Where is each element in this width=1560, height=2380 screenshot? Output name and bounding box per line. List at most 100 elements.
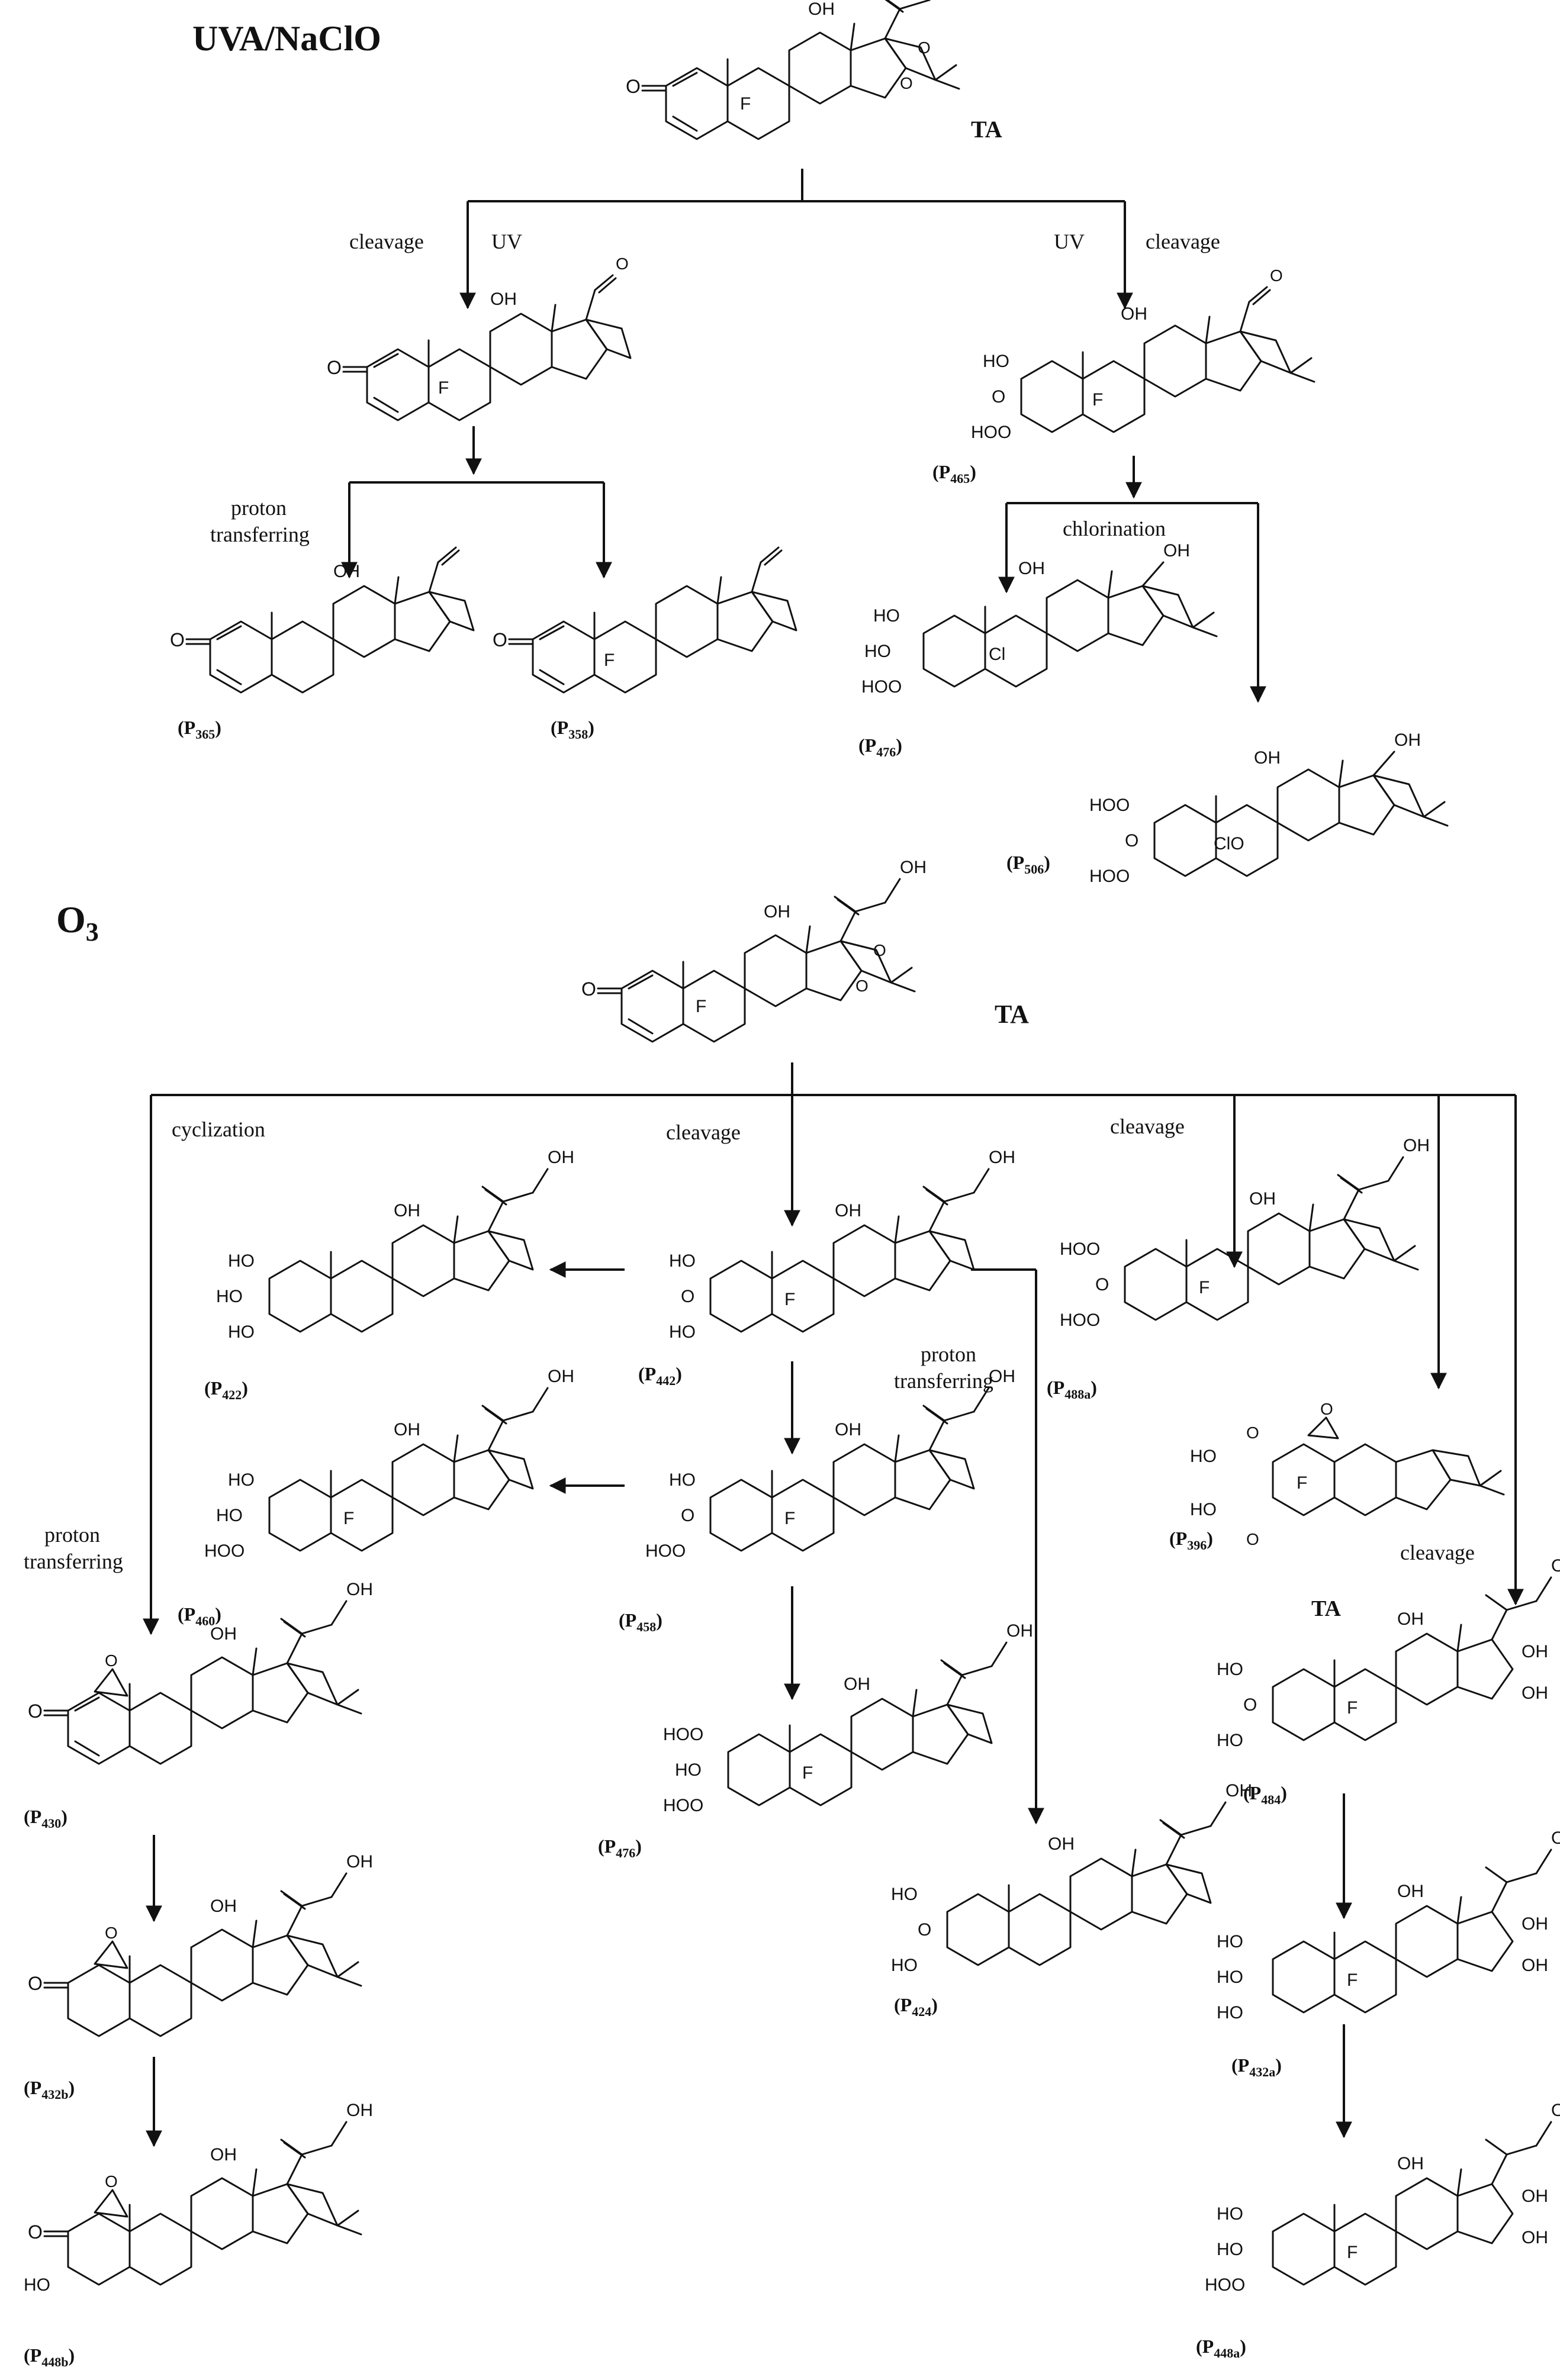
svg-text:HO: HO xyxy=(669,1470,696,1490)
compound-label-p396: (P396) xyxy=(1169,1528,1213,1553)
svg-text:F: F xyxy=(802,1763,813,1783)
svg-text:O: O xyxy=(493,629,507,650)
label-cleavage: cleavage xyxy=(1146,230,1220,253)
svg-text:Cl: Cl xyxy=(989,645,1005,664)
svg-text:OH: OH xyxy=(1522,1683,1548,1703)
svg-text:HOO: HOO xyxy=(1060,1239,1100,1259)
svg-text:HO: HO xyxy=(228,1322,255,1342)
compound-label-p448a: (P448a) xyxy=(1196,2336,1246,2360)
compound-label-p424: (P424) xyxy=(894,1994,938,2019)
svg-text:F: F xyxy=(1347,1970,1358,1990)
svg-text:OH: OH xyxy=(1551,1828,1560,1848)
svg-text:O: O xyxy=(581,978,596,1000)
svg-text:OH: OH xyxy=(1397,1882,1424,1901)
svg-text:O: O xyxy=(616,255,629,273)
svg-text:O: O xyxy=(1246,1424,1259,1442)
arrows-o3-branch xyxy=(143,1062,1524,1635)
svg-text:F: F xyxy=(1092,390,1103,410)
svg-text:O: O xyxy=(1095,1275,1109,1294)
compound-label-p432b: (P432b) xyxy=(24,2077,75,2102)
svg-text:OH: OH xyxy=(1522,1914,1548,1934)
svg-text:HO: HO xyxy=(1217,2003,1243,2022)
svg-text:OH: OH xyxy=(394,1201,420,1220)
svg-text:F: F xyxy=(1347,1698,1358,1718)
molecule-p458: HO O HOO OH OH F xyxy=(645,1367,1015,1561)
svg-text:HOO: HOO xyxy=(663,1796,703,1815)
arrows-left-chain xyxy=(549,1477,800,1701)
label-proton: proton xyxy=(231,496,287,520)
svg-text:OH: OH xyxy=(1522,1642,1548,1661)
svg-text:ClO: ClO xyxy=(1214,834,1244,854)
svg-text:HO: HO xyxy=(228,1470,255,1490)
section-title-uva-naclo: UVA/NaClO xyxy=(192,19,381,58)
svg-text:HOO: HOO xyxy=(1089,867,1130,886)
svg-text:HO: HO xyxy=(1190,1447,1217,1466)
svg-text:OH: OH xyxy=(548,1367,574,1386)
svg-text:O: O xyxy=(900,74,913,92)
svg-text:HOO: HOO xyxy=(861,677,902,697)
molecule-p358: O F xyxy=(493,546,797,694)
molecule-p432b: O OH OH O xyxy=(28,1852,373,2037)
svg-text:OH: OH xyxy=(1551,1556,1560,1576)
svg-text:O: O xyxy=(855,977,869,995)
svg-text:OH: OH xyxy=(333,562,360,581)
svg-text:OH: OH xyxy=(989,1367,1015,1386)
svg-text:OH: OH xyxy=(210,1896,237,1916)
svg-text:OH: OH xyxy=(346,2101,373,2120)
svg-text:HO: HO xyxy=(891,1956,918,1975)
molecule-p432a: HO HO HO OH OH F OH OH xyxy=(1217,1828,1560,2022)
svg-text:O: O xyxy=(626,76,641,97)
svg-text:HOO: HOO xyxy=(204,1541,245,1561)
compound-label-p358: (P358) xyxy=(551,717,594,742)
molecule-p460: HO HO HOO OH OH F xyxy=(204,1367,574,1561)
svg-text:F: F xyxy=(784,1509,795,1528)
svg-text:O: O xyxy=(105,2172,118,2191)
svg-text:HO: HO xyxy=(1217,1967,1243,1987)
svg-text:OH: OH xyxy=(210,2145,237,2165)
svg-text:O: O xyxy=(170,629,185,650)
svg-text:HO: HO xyxy=(1217,1932,1243,1951)
molecule-p506: HOO O HOO OH ClO OH xyxy=(1089,730,1449,886)
svg-text:HOO: HOO xyxy=(1205,2275,1245,2295)
svg-text:F: F xyxy=(1199,1278,1210,1297)
compound-label-p488a: (P488a) xyxy=(1047,1377,1097,1402)
svg-text:HOO: HOO xyxy=(663,1725,703,1744)
molecule-p424: HO O HO OH OH xyxy=(891,1781,1252,1975)
compound-label-p476-uva: (P476) xyxy=(858,735,902,759)
compound-label-p432a: (P432a) xyxy=(1231,2054,1282,2079)
svg-text:OH: OH xyxy=(1522,1956,1548,1975)
svg-text:OH: OH xyxy=(490,289,517,309)
svg-text:OH: OH xyxy=(1121,304,1147,324)
molecule-p476-o3: HOO HO HOO OH OH F xyxy=(663,1621,1033,1815)
svg-text:F: F xyxy=(1297,1473,1307,1493)
svg-text:OH: OH xyxy=(900,858,927,877)
compound-label-p506: (P506) xyxy=(1006,852,1050,877)
label-uv: UV xyxy=(491,230,522,253)
svg-text:OH: OH xyxy=(1006,1621,1033,1641)
molecule-p396: HO HO O O O F xyxy=(1190,1400,1505,1548)
svg-text:F: F xyxy=(740,94,751,114)
svg-text:O: O xyxy=(1270,266,1283,285)
molecule-p442: HO O HO OH OH F xyxy=(669,1148,1015,1342)
compound-label-p448b: (P448b) xyxy=(24,2344,75,2369)
svg-text:HOO: HOO xyxy=(1089,796,1130,815)
svg-text:HO: HO xyxy=(24,2275,50,2295)
svg-text:OH: OH xyxy=(210,1624,237,1644)
molecule-aldehyde-intermediate: O OH F O xyxy=(327,255,632,421)
svg-text:F: F xyxy=(1347,2243,1358,2262)
svg-text:O: O xyxy=(992,387,1005,407)
arrows-right-chain xyxy=(146,1793,1352,2147)
compound-label-p365: (P365) xyxy=(178,717,221,742)
svg-text:HO: HO xyxy=(1217,1731,1243,1750)
svg-text:HO: HO xyxy=(228,1251,255,1271)
svg-text:OH: OH xyxy=(1397,1609,1424,1629)
compound-label-p458: (P458) xyxy=(619,1609,662,1634)
svg-text:OH: OH xyxy=(1226,1781,1252,1801)
svg-text:HOO: HOO xyxy=(971,423,1011,442)
svg-text:OH: OH xyxy=(1048,1834,1075,1854)
label-transferring: transferring xyxy=(894,1369,993,1393)
molecule-p422: HO HO HO OH OH xyxy=(216,1148,574,1342)
label-chlorination: chlorination xyxy=(1063,517,1166,540)
svg-text:OH: OH xyxy=(1551,2101,1560,2120)
